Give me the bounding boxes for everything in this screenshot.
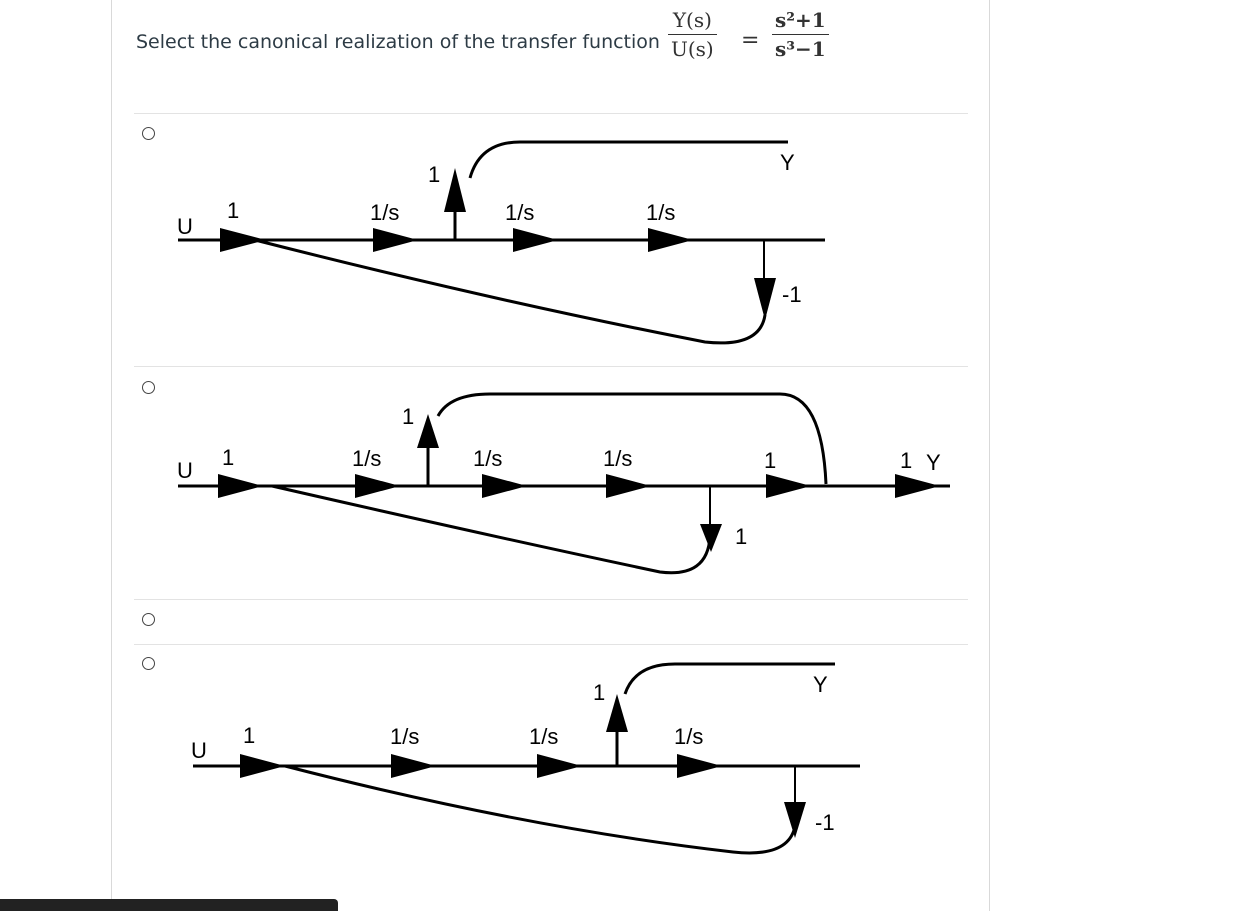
output-node-label: Y — [780, 150, 795, 175]
branch-arrow — [391, 754, 436, 778]
fraction-bar — [668, 34, 717, 35]
input-gain-label: 1 — [243, 723, 255, 748]
option-divider — [134, 644, 968, 645]
fraction-bar — [772, 34, 829, 35]
feedforward-arrow — [606, 694, 628, 732]
integrator-1-label: 1/s — [370, 200, 399, 225]
option-2-radio[interactable] — [142, 381, 155, 394]
option-1-signal-flow-graph[interactable]: U 1 1/s 1/s 1/s 1 Y -1 — [160, 130, 860, 360]
tf-rhs-numerator: s²+1 — [775, 8, 826, 32]
integrator-2-label: 1/s — [529, 724, 558, 749]
forward-gain-label: 1 — [402, 404, 414, 429]
transfer-function-lhs: Y(s) U(s) — [668, 8, 717, 61]
branch-arrow — [895, 474, 940, 498]
integrator-1-label: 1/s — [352, 446, 381, 471]
feedback-arrow — [700, 524, 722, 552]
branch-arrow — [537, 754, 582, 778]
feedback-gain-label: 1 — [735, 524, 747, 549]
question-prompt: Select the canonical realization of the … — [136, 31, 660, 53]
option-3-radio[interactable] — [142, 613, 155, 626]
input-node-label: U — [177, 458, 193, 483]
option-divider — [134, 366, 968, 367]
forward-gain-label: 1 — [593, 680, 605, 705]
integrator-1-label: 1/s — [390, 724, 419, 749]
branch-arrow — [513, 228, 558, 252]
tf-rhs-denominator: s³−1 — [775, 37, 826, 61]
bottom-toolbar — [0, 899, 338, 911]
option-divider — [134, 113, 968, 114]
input-node-label: U — [177, 214, 193, 239]
feedback-gain-label: -1 — [782, 282, 802, 307]
integrator-2-label: 1/s — [473, 446, 502, 471]
feedback-gain-label: -1 — [815, 810, 835, 835]
option-4-diagram-content: U 1 1/s 1/s 1/s 1 Y -1 — [191, 662, 860, 855]
branch-arrow — [355, 474, 400, 498]
integrator-3-label: 1/s — [674, 724, 703, 749]
branch-arrow — [218, 474, 263, 498]
branch-arrow — [606, 474, 651, 498]
tf-lhs-denominator: U(s) — [671, 37, 714, 61]
feedforward-arrow — [444, 168, 466, 212]
branch-arrow — [373, 228, 418, 252]
output-gain-2-label: 1 — [900, 448, 912, 473]
question-frame — [111, 0, 990, 911]
option-1-diagram-content: U 1 1/s 1/s 1/s 1 Y -1 — [177, 140, 825, 345]
option-1-radio[interactable] — [142, 127, 155, 140]
transfer-function-rhs: s²+1 s³−1 — [772, 8, 829, 61]
option-4-radio[interactable] — [142, 657, 155, 670]
integrator-2-label: 1/s — [505, 200, 534, 225]
output-node-label: Y — [926, 450, 941, 475]
input-gain-label: 1 — [222, 445, 234, 470]
branch-arrow — [482, 474, 527, 498]
forward-gain-label: 1 — [428, 162, 440, 187]
feedforward-arrow — [417, 414, 439, 448]
branch-arrow — [766, 474, 811, 498]
option-2-diagram-content: U 1 1/s 1/s 1/s 1 1 1 1 Y — [177, 392, 950, 575]
feedback-arrow — [784, 802, 806, 838]
branch-arrow — [220, 228, 266, 252]
option-divider — [134, 599, 968, 600]
branch-arrow — [240, 754, 285, 778]
option-2-signal-flow-graph[interactable]: U 1 1/s 1/s 1/s 1 1 1 1 Y — [160, 376, 960, 596]
input-node-label: U — [191, 738, 207, 763]
branch-arrow — [677, 754, 722, 778]
branch-arrow — [648, 228, 693, 252]
option-4-signal-flow-graph[interactable]: U 1 1/s 1/s 1/s 1 Y -1 — [175, 656, 875, 886]
tf-lhs-numerator: Y(s) — [672, 8, 712, 32]
feedback-arrow — [754, 278, 776, 320]
input-gain-label: 1 — [227, 198, 239, 223]
output-gain-1-label: 1 — [764, 448, 776, 473]
output-node-label: Y — [813, 672, 828, 697]
equals-sign: = — [741, 28, 760, 53]
integrator-3-label: 1/s — [603, 446, 632, 471]
integrator-3-label: 1/s — [646, 200, 675, 225]
